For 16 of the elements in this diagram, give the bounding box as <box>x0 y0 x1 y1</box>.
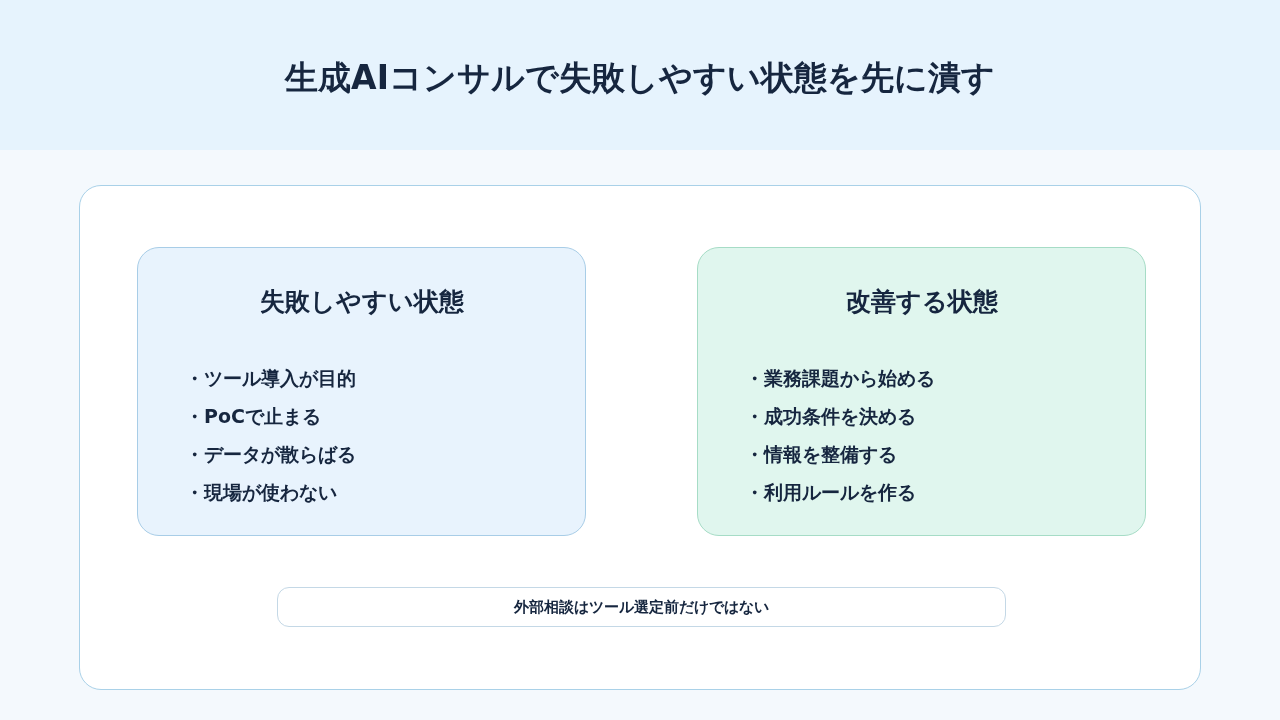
list-item: ・データが散らばる <box>185 442 356 467</box>
page-title: 生成AIコンサルで失敗しやすい状態を先に潰す <box>285 57 995 99</box>
list-item: ・業務課題から始める <box>745 366 935 391</box>
list-item: ・成功条件を決める <box>745 404 916 429</box>
comparison-card <box>137 247 586 536</box>
card-heading: 失敗しやすい状態 <box>259 286 464 318</box>
note-text: 外部相談はツール選定前だけではない <box>514 596 769 618</box>
note-banner <box>277 587 1006 627</box>
list-item: ・利用ルールを作る <box>745 480 916 505</box>
content-panel <box>79 185 1201 690</box>
list-item: ・現場が使わない <box>185 480 337 505</box>
list-item: ・情報を整備する <box>745 442 897 467</box>
comparison-card <box>697 247 1146 536</box>
card-heading: 改善する状態 <box>845 286 998 318</box>
list-item: ・PoCで止まる <box>185 404 321 429</box>
list-item: ・ツール導入が目的 <box>185 366 356 391</box>
